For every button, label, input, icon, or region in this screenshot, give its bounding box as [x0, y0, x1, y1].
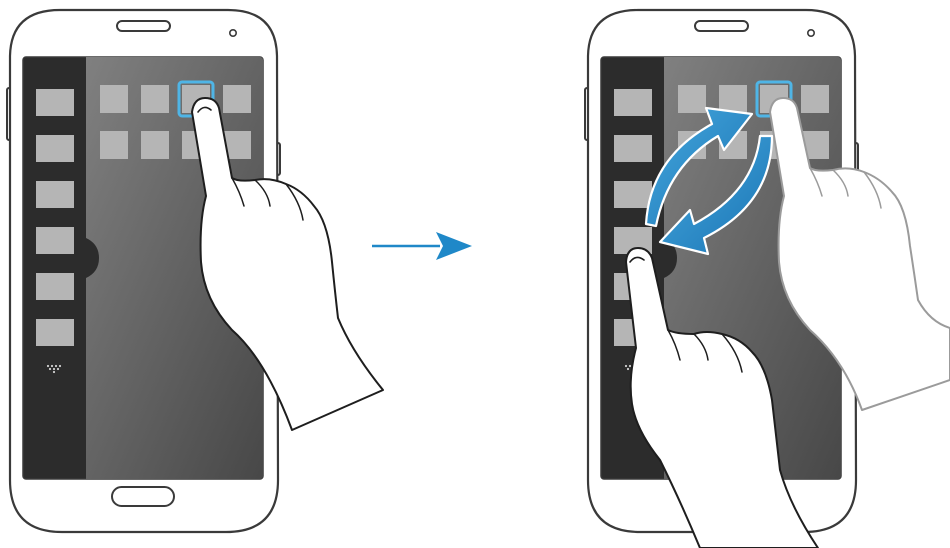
dot [49, 368, 51, 370]
home-button [112, 487, 174, 506]
transition-arrow [372, 232, 472, 260]
sidebar-app-tile [614, 135, 652, 162]
sidebar-app-tile [614, 181, 652, 208]
dot [629, 365, 631, 367]
sidebar-app-tile [36, 89, 74, 116]
app-tile [141, 131, 169, 159]
dot [55, 365, 57, 367]
sidebar-app-tile [36, 135, 74, 162]
front-camera [230, 30, 236, 36]
front-camera [808, 30, 814, 36]
sidebar-app-tile [614, 89, 652, 116]
app-tile [100, 131, 128, 159]
dot [57, 368, 59, 370]
dot [51, 365, 53, 367]
app-tile [678, 85, 706, 113]
app-tile [223, 85, 251, 113]
app-tile [801, 85, 829, 113]
app-tile [719, 85, 747, 113]
earpiece [695, 21, 748, 31]
dot [625, 365, 627, 367]
earpiece [117, 21, 170, 31]
sidebar-app-tile [36, 181, 74, 208]
app-tile [100, 85, 128, 113]
sidebar-app-tile [36, 319, 74, 346]
app-tile [141, 85, 169, 113]
dot [627, 368, 629, 370]
dot [47, 365, 49, 367]
sidebar-app-tile [36, 273, 74, 300]
dot [59, 365, 61, 367]
arrow-right-icon [436, 232, 472, 260]
dot [53, 368, 55, 370]
dot [53, 371, 55, 373]
sidebar-app-tile [36, 227, 74, 254]
